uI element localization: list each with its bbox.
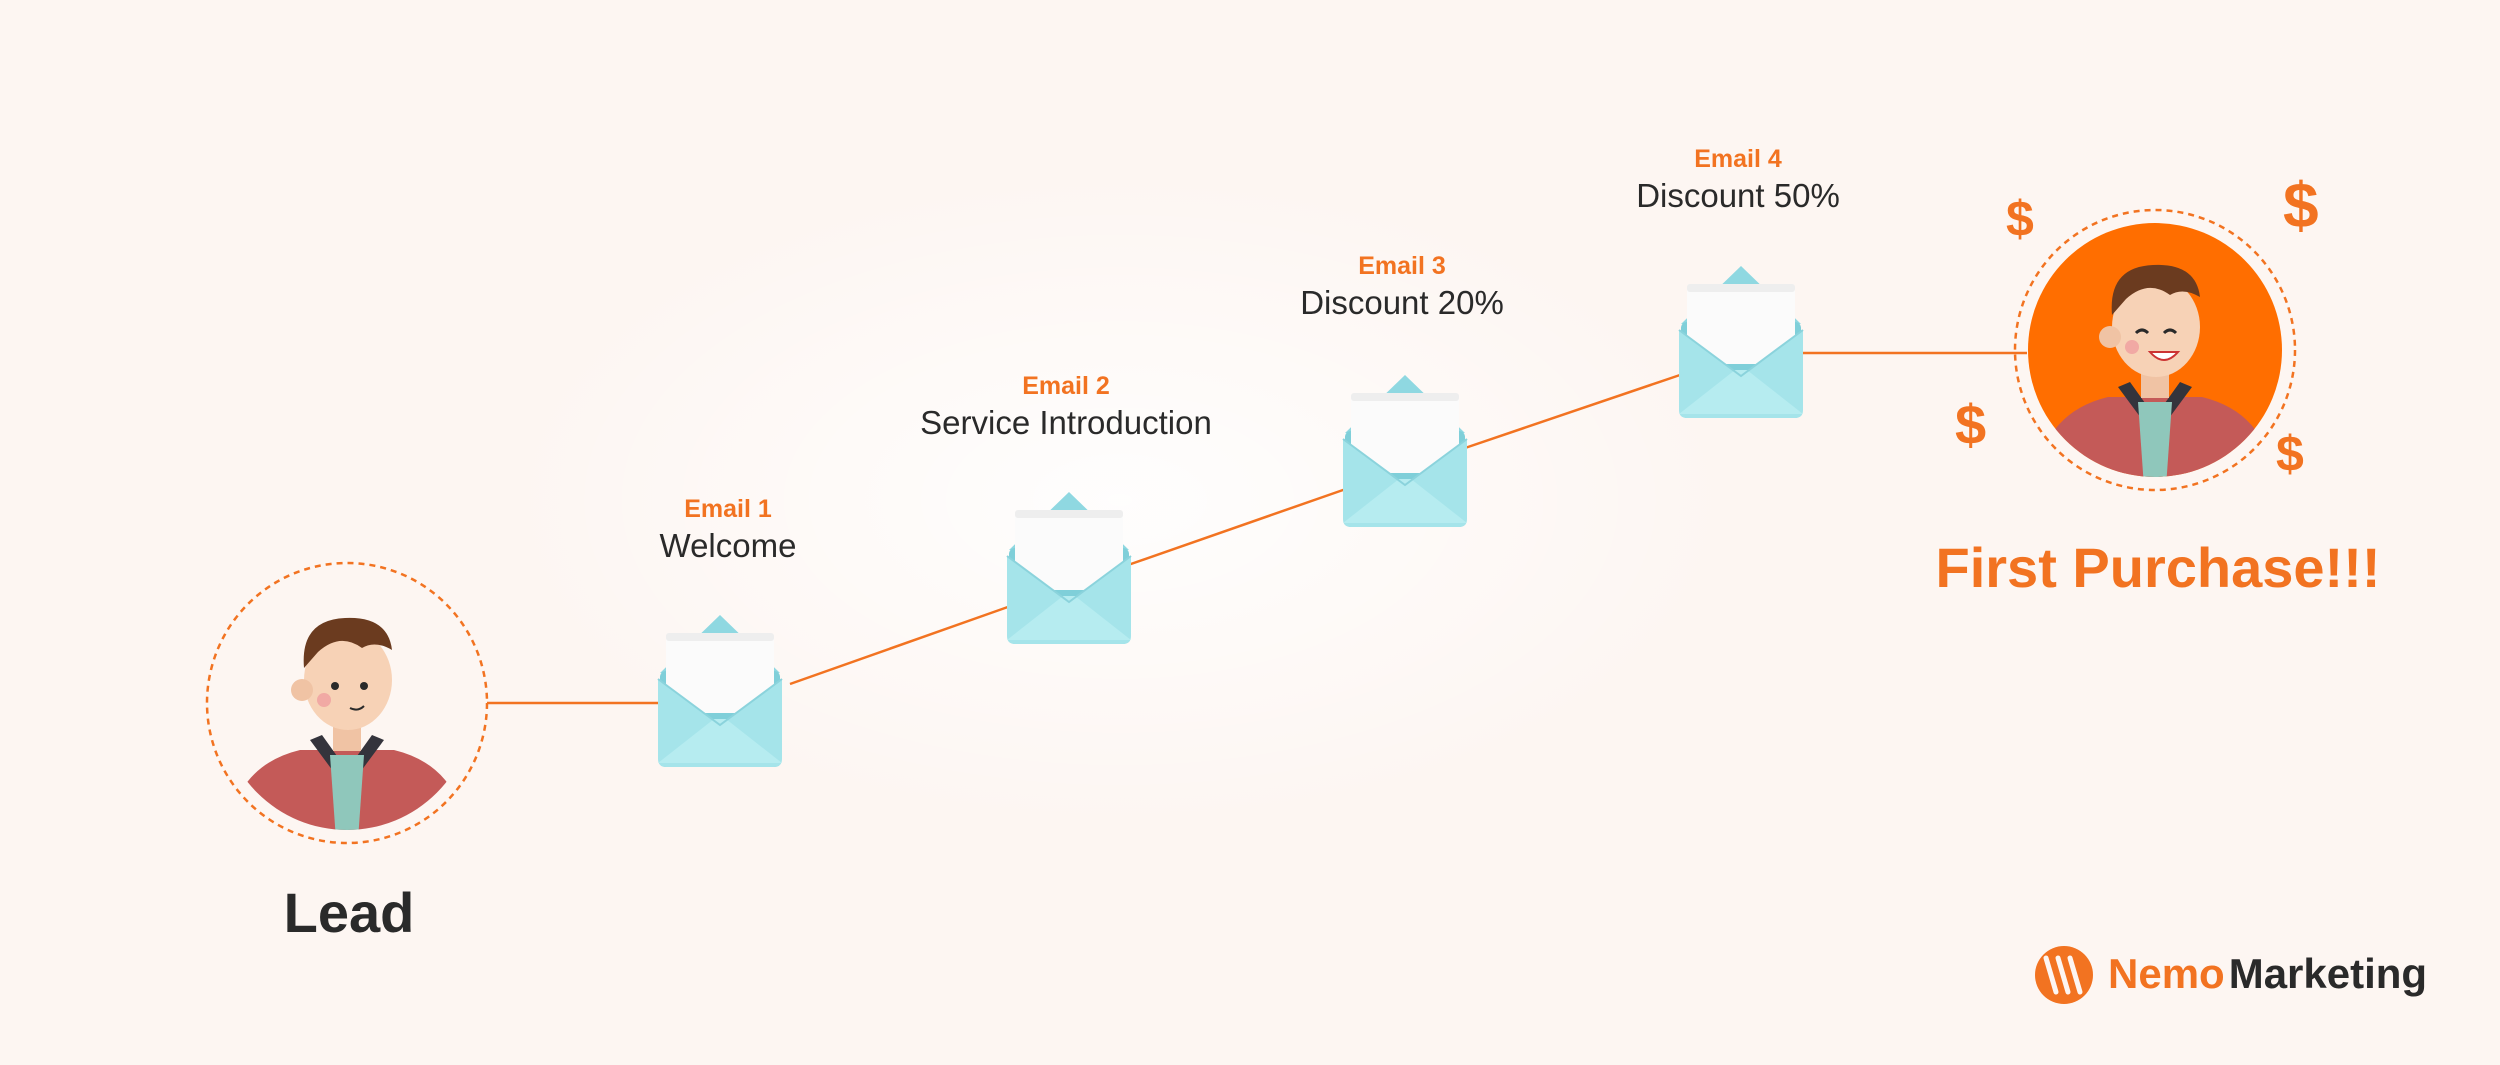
background-glow <box>500 170 1740 830</box>
customer-avatar <box>2013 208 2297 492</box>
email-1-number: Email 1 <box>684 495 772 523</box>
dollar-icon: $ <box>2283 169 2319 241</box>
brand-name-part2: Marketing <box>2228 950 2428 997</box>
lead-avatar <box>205 561 489 845</box>
email-4-title: Discount 50% <box>1636 177 1840 214</box>
email-2-title: Service Introduction <box>920 404 1212 441</box>
email-4-number: Email 4 <box>1694 145 1782 173</box>
first-purchase-label: First Purchase!!! <box>1935 536 2381 599</box>
email-2-number: Email 2 <box>1022 372 1110 400</box>
dollar-icon: $ <box>2276 426 2304 482</box>
lead-label: Lead <box>283 881 415 944</box>
dollar-icon: $ <box>1955 393 1987 456</box>
dollar-icon: $ <box>2006 191 2034 247</box>
nemo-logo-icon <box>2035 946 2093 1004</box>
email-1-title: Welcome <box>659 527 797 564</box>
email-3-title: Discount 20% <box>1300 284 1504 321</box>
envelope-icon <box>657 615 783 768</box>
connector-line <box>487 351 2027 705</box>
brand-logo: Nemo Marketing <box>2108 950 2427 998</box>
envelope-icon <box>1342 375 1468 528</box>
envelope-icon <box>1006 492 1132 645</box>
brand-name-part1: Nemo <box>2108 950 2225 997</box>
envelope-icon <box>1678 266 1804 419</box>
email-3-number: Email 3 <box>1358 252 1446 280</box>
